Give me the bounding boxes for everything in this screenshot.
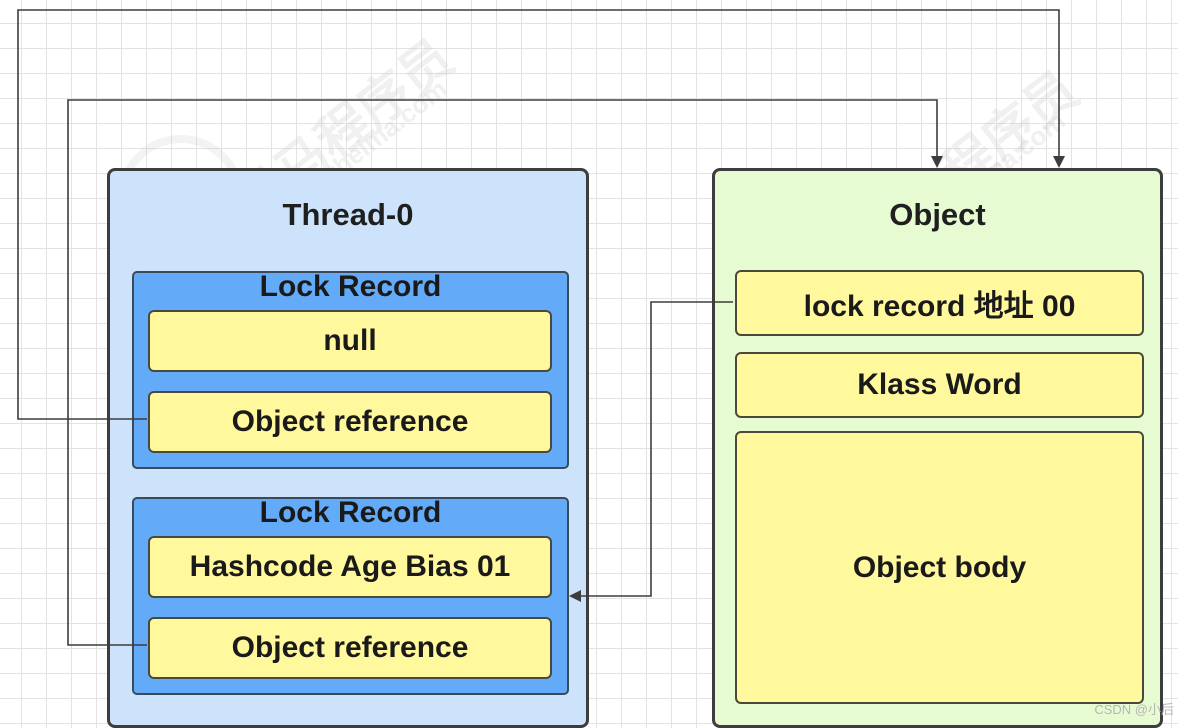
lock-record-2: Lock Record Hashcode Age Bias 01 Object … bbox=[132, 496, 569, 695]
markword-to-lockrecord-arrow bbox=[569, 301, 733, 602]
thread-title: Thread-0 bbox=[282, 197, 414, 232]
object-reference-cell: Object reference bbox=[148, 617, 552, 679]
object-reference-cell: Object reference bbox=[148, 391, 552, 453]
thread-0-box: Thread-0 Lock Record null Object referen… bbox=[107, 168, 589, 728]
csdn-watermark: CSDN @小后 bbox=[1094, 702, 1174, 717]
ref2-to-object-arrow bbox=[67, 99, 943, 646]
displaced-header-cell: null bbox=[148, 310, 552, 372]
mark-word-cell: lock record 地址 00 bbox=[735, 270, 1144, 336]
ref1-to-object-arrow bbox=[17, 9, 1065, 420]
object-box: Object lock record 地址 00 Klass Word Obje… bbox=[712, 168, 1163, 728]
object-body-cell: Object body bbox=[735, 431, 1144, 704]
lock-record-label: Lock Record bbox=[259, 270, 442, 303]
klass-word-cell: Klass Word bbox=[735, 352, 1144, 418]
displaced-header-cell: Hashcode Age Bias 01 bbox=[148, 536, 552, 598]
lock-record-1: Lock Record null Object reference bbox=[132, 270, 569, 469]
lock-record-label: Lock Record bbox=[259, 496, 442, 529]
object-title: Object bbox=[889, 197, 986, 232]
